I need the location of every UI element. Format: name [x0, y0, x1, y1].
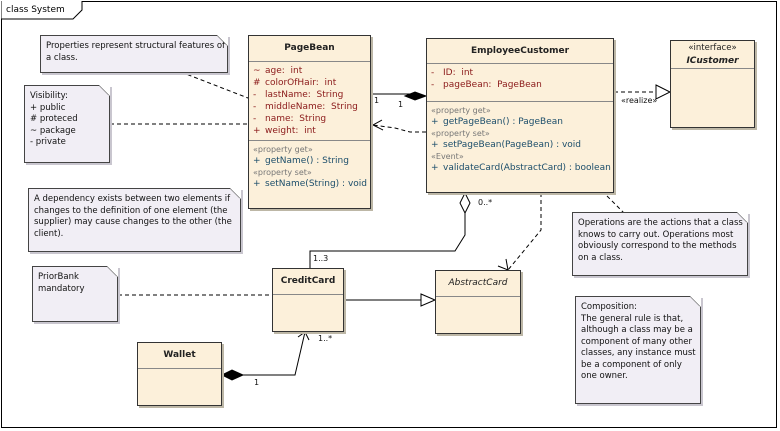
class-abstractcard[interactable]: AbstractCard: [435, 270, 521, 334]
class-name: EmployeeCustomer: [470, 46, 570, 56]
class-name: Wallet: [138, 343, 221, 369]
note-properties[interactable]: Properties represent structural features…: [40, 35, 228, 73]
multiplicity-label: 1: [254, 378, 260, 387]
note-line: be a component of only: [581, 359, 682, 370]
stereotype-label: «property set»: [431, 129, 490, 138]
multiplicity-label: 1: [398, 100, 404, 109]
multiplicity-label: 0..*: [478, 198, 493, 207]
class-wallet[interactable]: Wallet: [137, 342, 222, 406]
class-name: AbstractCard: [436, 271, 520, 297]
operation-compartment: «property get» +getName() : String «prop…: [249, 140, 370, 193]
note-fold-icon: [690, 296, 701, 307]
multiplicity-label: 1..3: [313, 254, 329, 263]
stereotype-label: «Event»: [431, 152, 464, 161]
note-composition[interactable]: Composition: The general rule is that, a…: [575, 296, 701, 404]
diamond-employee-creditcard: [459, 191, 471, 215]
note-line: one owner.: [581, 371, 628, 381]
note-line: classes, any instance must: [581, 348, 696, 358]
operation-row: +getName() : String: [253, 156, 349, 166]
frame-label: class System: [6, 5, 65, 15]
dependency-employee-pagebean: [372, 124, 426, 133]
operation-row: +setName(String) : void: [253, 179, 367, 189]
operation-row: +setPageBean(PageBean) : void: [431, 140, 582, 150]
note-link-operations: [606, 195, 626, 215]
class-pagebean[interactable]: PageBean ~age: int #colorOfHair: int -la…: [248, 35, 371, 209]
note-line: The general rule is that,: [581, 313, 684, 324]
note-line: although a class may be a: [581, 325, 693, 335]
note-line: + public: [30, 102, 66, 113]
note-line: ~ package: [30, 125, 76, 136]
realize-arrowhead: [655, 84, 672, 100]
note-fold-icon: [99, 85, 110, 96]
note-fold-icon: [217, 35, 228, 46]
generalization-arrowhead: [420, 293, 437, 307]
attribute-compartment: ~age: int #colorOfHair: int -lastName: S…: [249, 61, 370, 140]
note-line: component of many other: [581, 336, 692, 347]
attribute-row: #colorOfHair: int: [253, 78, 337, 88]
note-line: a class.: [46, 52, 78, 63]
note-line: Visibility:: [30, 91, 68, 101]
attribute-row: -name: String: [253, 114, 327, 124]
attribute-row: +weight: int: [253, 126, 316, 136]
stereotype-label: «property get»: [253, 145, 313, 154]
dependency-arrowhead: [371, 119, 384, 131]
note-visibility[interactable]: Visibility: + public # proteced ~ packag…: [24, 85, 110, 163]
note-line: # proteced: [30, 114, 78, 124]
interface-name: ICustomer: [671, 54, 754, 69]
dependency-arrowhead-abstractcard: [497, 258, 509, 271]
attribute-compartment: -ID: int -pageBean: PageBean: [427, 63, 613, 101]
note-line: A dependency exists between two elements…: [34, 194, 231, 204]
multiplicity-label: 1: [374, 96, 380, 105]
note-line: supplier) may cause changes to the other…: [34, 217, 232, 227]
note-line: mandatory: [38, 283, 85, 294]
attribute-row: -ID: int: [431, 68, 474, 78]
composition-wallet-creditcard: [243, 331, 306, 376]
composition-employee-creditcard: [309, 213, 466, 268]
stereotype-label: «interface»: [688, 43, 737, 53]
attribute-row: -lastName: String: [253, 90, 344, 100]
navigable-arrowhead: [297, 331, 310, 341]
note-line: knows to carry out. Operations most: [578, 229, 734, 240]
note-fold-icon: [230, 188, 241, 199]
class-employeecustomer[interactable]: EmployeeCustomer -ID: int -pageBean: Pag…: [426, 38, 614, 193]
attribute-row: -pageBean: PageBean: [431, 80, 542, 90]
note-operations[interactable]: Operations are the actions that a class …: [572, 212, 748, 276]
note-line: Operations are the actions that a class: [578, 218, 743, 228]
note-priorbank[interactable]: PriorBank mandatory: [32, 266, 118, 322]
note-dependency[interactable]: A dependency exists between two elements…: [28, 188, 241, 252]
class-creditcard[interactable]: CreditCard: [272, 268, 344, 332]
note-line: PriorBank: [38, 272, 79, 282]
stereotype-label: «property set»: [253, 168, 312, 177]
note-line: changes to the definition of one element…: [34, 205, 228, 216]
class-name: CreditCard: [273, 269, 343, 295]
note-line: - private: [30, 137, 66, 147]
multiplicity-label: 1..*: [318, 334, 333, 343]
attribute-row: ~age: int: [253, 66, 303, 76]
note-fold-icon: [737, 212, 748, 223]
note-line: obviously correspond to the methods: [578, 241, 737, 251]
diamond-pagebean-employee: [403, 91, 428, 101]
operation-row: +getPageBean() : PageBean: [431, 117, 563, 127]
diamond-wallet: [220, 369, 245, 381]
realize-label: «realize»: [621, 96, 658, 105]
stereotype-label: «property get»: [431, 106, 491, 115]
note-line: Composition:: [581, 302, 637, 312]
note-line: on a class.: [578, 252, 624, 263]
interface-icustomer[interactable]: «interface» ICustomer: [670, 40, 755, 128]
attribute-row: -middleName: String: [253, 102, 358, 112]
note-line: Properties represent structural features…: [46, 41, 226, 51]
note-line: client).: [34, 228, 64, 239]
class-name: PageBean: [284, 43, 335, 53]
operation-row: +validateCard(AbstractCard) : boolean: [431, 163, 611, 173]
dependency-employee-abstractcard: [507, 193, 542, 271]
operation-compartment: «property get» +getPageBean() : PageBean…: [427, 101, 613, 177]
note-fold-icon: [107, 266, 118, 277]
